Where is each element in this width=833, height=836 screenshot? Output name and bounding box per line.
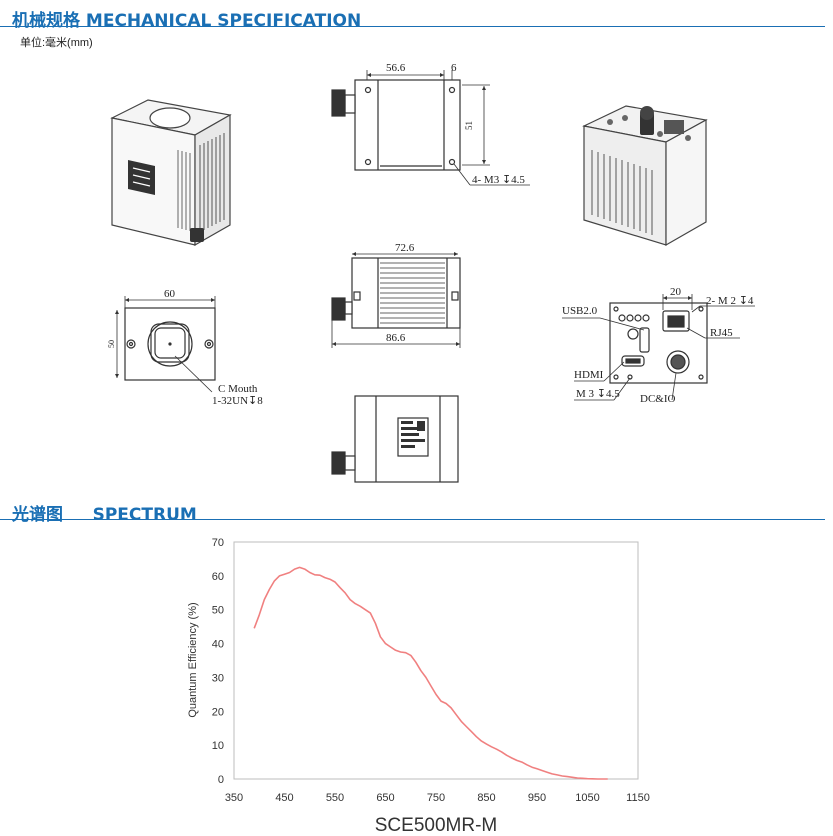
plot-area: [233, 541, 639, 780]
y-tick-label: 0: [218, 774, 224, 786]
y-tick-label: 50: [212, 605, 224, 617]
back-hdmi-label: HDMI: [574, 369, 604, 381]
back-dim-label: 20: [670, 286, 682, 298]
camera-isometric-front: [110, 99, 232, 247]
drawing-bottom-view: [331, 395, 459, 483]
series-line: [253, 566, 608, 780]
side-height-label: 51: [464, 121, 474, 130]
spectrum-title: 光谱图 SPECTRUM: [12, 505, 197, 525]
x-tick-label: 950: [528, 792, 546, 804]
mechanical-divider: [0, 26, 825, 27]
y-tick-label: 20: [212, 706, 224, 718]
mechanical-drawings: 56.6 6 51 4- M3 ↧4.5 72.6 86.6: [107, 62, 755, 483]
side-holes-label: 4- M3 ↧4.5: [472, 174, 525, 186]
x-tick-label: 650: [376, 792, 394, 804]
top-inner-width-label: 72.6: [395, 242, 415, 254]
drawing-back-view: [562, 294, 755, 401]
x-tick-label: 1050: [575, 792, 599, 804]
x-tick-label: 350: [225, 792, 243, 804]
front-width-label: 60: [164, 288, 176, 300]
top-outer-width-label: 86.6: [386, 332, 406, 344]
y-tick-label: 70: [212, 537, 224, 549]
back-usb-label: USB2.0: [562, 305, 598, 317]
x-tick-label: 850: [477, 792, 495, 804]
x-tick-labels: 350 450 550 650 750 850 950 1050 1150: [225, 792, 650, 804]
x-tick-label: 550: [326, 792, 344, 804]
x-tick-label: 750: [427, 792, 445, 804]
side-offset-label: 6: [451, 62, 457, 74]
camera-isometric-back: [582, 105, 708, 247]
y-tick-label: 60: [212, 571, 224, 583]
chart-title: SCE500MR-M: [375, 815, 497, 836]
unit-note: 单位:毫米(mm): [20, 37, 93, 49]
back-dcio-label: DC&IO: [640, 393, 676, 405]
y-tick-label: 40: [212, 639, 224, 651]
back-m3-label: M 3 ↧4.5: [576, 388, 620, 400]
y-tick-label: 10: [212, 740, 224, 752]
drawing-front-view: [115, 296, 216, 393]
x-tick-label: 450: [275, 792, 293, 804]
front-mount-label-2: 1-32UN↧8: [212, 395, 263, 407]
y-tick-labels: 0 10 20 30 40 50 60 70: [212, 537, 224, 786]
drawing-top-view: [331, 252, 461, 348]
y-axis-label: Quantum Efficiency (%): [187, 602, 199, 717]
spectrum-chart: Quantum Efficiency (%) SCE500MR-M 0 10 20 3…: [187, 537, 650, 836]
side-width-label: 56.6: [386, 62, 406, 74]
spectrum-divider: [0, 519, 825, 520]
front-height-label: 50: [107, 340, 116, 348]
series-layer: [253, 566, 608, 780]
drawing-side-view: [331, 70, 530, 186]
y-tick-label: 30: [212, 672, 224, 684]
front-mount-label-1: C Mouth: [218, 383, 258, 395]
back-rj45-label: RJ45: [710, 327, 733, 339]
x-tick-label: 1150: [626, 792, 650, 804]
back-screws-label: 2- M 2 ↧4: [706, 295, 754, 307]
